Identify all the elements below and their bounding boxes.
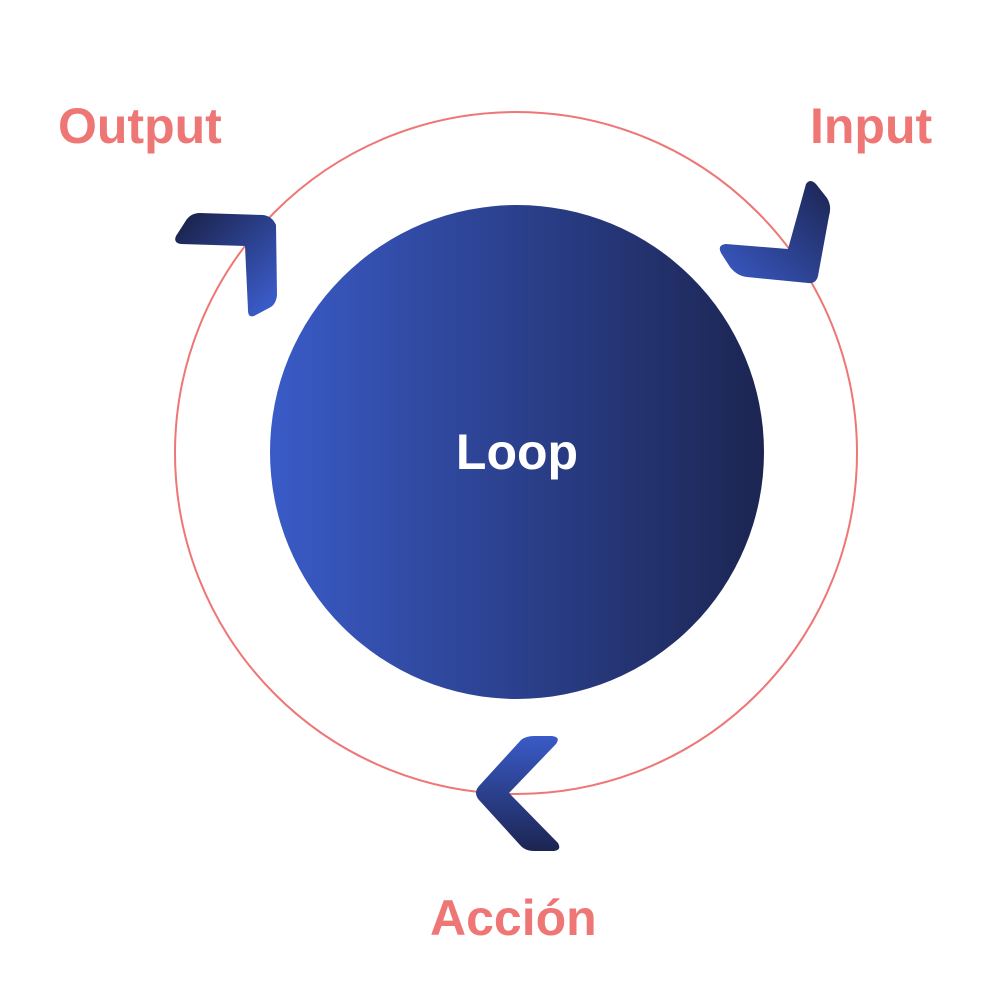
loop-circle [270, 205, 764, 699]
chevron-left-icon [476, 736, 560, 851]
cycle-ring [174, 111, 858, 795]
chevron-up-icon [175, 213, 277, 317]
action-label: Acción [430, 890, 597, 946]
chevron-down-icon [719, 181, 831, 284]
loop-label: Loop [455, 424, 579, 480]
output-label: Output [58, 98, 222, 154]
input-label: Input [810, 98, 933, 154]
